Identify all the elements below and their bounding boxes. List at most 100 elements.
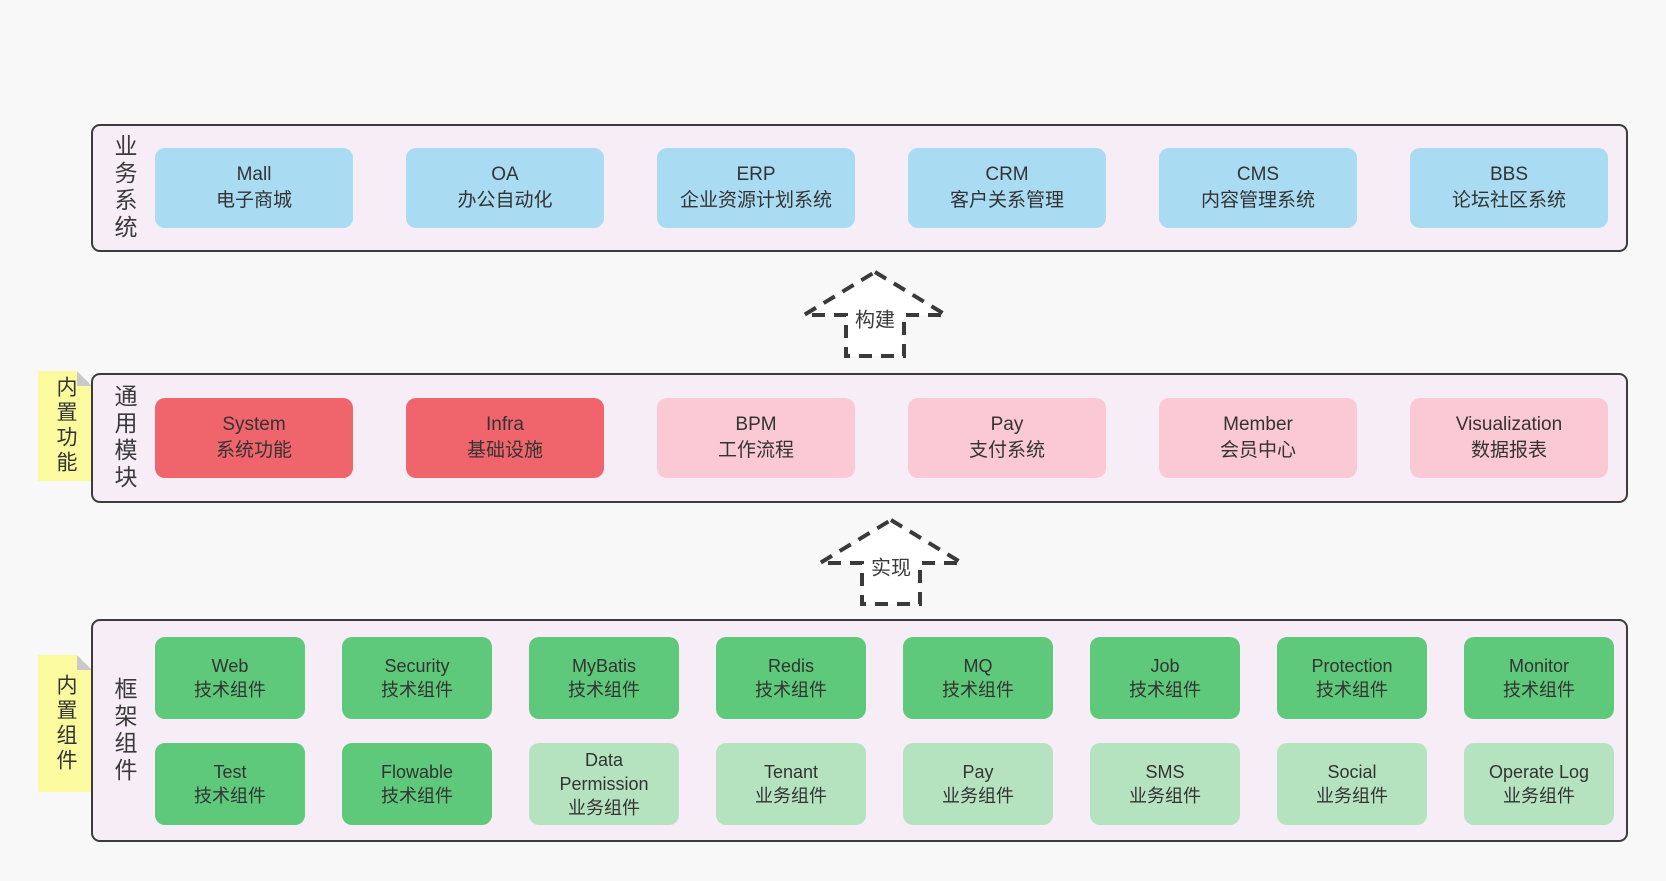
band-label: 通用模块 — [111, 384, 137, 492]
box-title: CRM — [985, 164, 1029, 185]
box-pay: Pay 支付系统 — [908, 398, 1106, 478]
box-subtitle: 技术组件 — [1129, 679, 1201, 700]
sticky-note-builtin-components: 内置组件 — [38, 655, 92, 792]
box-title: Member — [1223, 414, 1293, 435]
box-subtitle: 业务组件 — [1316, 785, 1388, 806]
box-title: Test — [213, 761, 247, 782]
box-subtitle: 支付系统 — [968, 440, 1045, 461]
box-mall: Mall 电子商城 — [155, 148, 353, 228]
box-subtitle: 技术组件 — [755, 679, 827, 700]
box-title: Mall — [236, 164, 272, 185]
box-social: Social 业务组件 — [1277, 742, 1427, 825]
box-protection: Protection 技术组件 — [1277, 636, 1427, 719]
box-title: MQ — [963, 655, 993, 676]
box-test: Test 技术组件 — [155, 742, 305, 825]
box-bbs: BBS 论坛社区系统 — [1410, 148, 1608, 228]
box-monitor: Monitor 技术组件 — [1464, 636, 1614, 719]
box-subtitle: 系统功能 — [215, 440, 292, 461]
box-subtitle: 办公自动化 — [457, 190, 553, 211]
box-title: Job — [1150, 655, 1180, 676]
box-subtitle: 业务组件 — [1129, 785, 1201, 806]
box-title: Infra — [485, 414, 525, 435]
box-subtitle: 技术组件 — [194, 679, 266, 700]
box-title: ERP — [736, 164, 776, 185]
box-title: SMS — [1145, 761, 1185, 782]
box-bpm: BPM 工作流程 — [657, 398, 855, 478]
band-common-modules: 通用模块 System 系统功能 Infra 基础设施 BPM 工作流程 Pay 支付系统 Me… — [91, 373, 1628, 503]
box-sms: SMS 业务组件 — [1090, 742, 1240, 825]
box-subtitle: 技术组件 — [194, 785, 266, 806]
box-title: Tenant — [763, 761, 819, 782]
box-title: BPM — [735, 414, 777, 435]
box-title: Social — [1327, 761, 1377, 782]
arrow-build: 构建 — [800, 268, 950, 360]
box-mybatis: MyBatis 技术组件 — [529, 636, 679, 719]
box-subtitle: 电子商城 — [215, 190, 292, 211]
box-title: Operate Log — [1488, 761, 1590, 782]
band-label: 框架组件 — [111, 676, 137, 785]
arrow-implement: 实现 — [816, 516, 966, 608]
box-title: BBS — [1489, 164, 1529, 185]
box-job: Job 技术组件 — [1090, 636, 1240, 719]
band-content: System 系统功能 Infra 基础设施 BPM 工作流程 Pay 支付系统 Member 会… — [155, 375, 1626, 501]
box-title: System — [222, 414, 286, 435]
sticky-note-label: 内置组件 — [54, 673, 77, 774]
box-title: Security — [384, 655, 450, 676]
box-web: Web 技术组件 — [155, 636, 305, 719]
box-crm: CRM 客户关系管理 — [908, 148, 1106, 228]
box-cms: CMS 内容管理系统 — [1159, 148, 1357, 228]
box-title: Monitor — [1508, 655, 1570, 676]
box-title: Data Permission — [559, 749, 649, 794]
box-mq: MQ 技术组件 — [903, 636, 1053, 719]
band-label: 业务系统 — [111, 134, 137, 242]
box-title: Pay — [990, 414, 1024, 435]
box-title: CMS — [1236, 164, 1280, 185]
box-subtitle: 技术组件 — [381, 785, 453, 806]
box-member: Member 会员中心 — [1159, 398, 1357, 478]
box-subtitle: 技术组件 — [1503, 679, 1575, 700]
box-flowable: Flowable 技术组件 — [342, 742, 492, 825]
box-subtitle: 论坛社区系统 — [1451, 190, 1566, 211]
box-subtitle: 技术组件 — [942, 679, 1014, 700]
box-subtitle: 内容管理系统 — [1200, 190, 1315, 211]
box-redis: Redis 技术组件 — [716, 636, 866, 719]
box-oa: OA 办公自动化 — [406, 148, 604, 228]
box-visualization: Visualization 数据报表 — [1410, 398, 1608, 478]
box-subtitle: 业务组件 — [568, 797, 640, 818]
box-security: Security 技术组件 — [342, 636, 492, 719]
box-title: Visualization — [1455, 414, 1563, 435]
box-subtitle: 技术组件 — [568, 679, 640, 700]
sticky-note-label: 内置功能 — [54, 376, 77, 476]
box-title: Pay — [962, 761, 994, 782]
box-subtitle: 业务组件 — [942, 785, 1014, 806]
box-subtitle: 基础设施 — [466, 440, 543, 461]
box-pay: Pay 业务组件 — [903, 742, 1053, 825]
box-subtitle: 会员中心 — [1219, 440, 1296, 461]
box-infra: Infra 基础设施 — [406, 398, 604, 478]
arrow-label: 构建 — [852, 303, 898, 333]
box-tenant: Tenant 业务组件 — [716, 742, 866, 825]
box-subtitle: 客户关系管理 — [949, 190, 1064, 211]
box-data-permission: Data Permission 业务组件 — [529, 742, 679, 825]
box-subtitle: 技术组件 — [381, 679, 453, 700]
box-subtitle: 业务组件 — [1503, 785, 1575, 806]
box-title: Protection — [1311, 655, 1393, 676]
box-title: Web — [211, 655, 249, 676]
box-system: System 系统功能 — [155, 398, 353, 478]
box-title: OA — [491, 164, 519, 185]
box-subtitle: 工作流程 — [717, 440, 794, 461]
box-operate-log: Operate Log 业务组件 — [1464, 742, 1614, 825]
box-title: Flowable — [380, 761, 454, 782]
box-subtitle: 业务组件 — [755, 785, 827, 806]
box-subtitle: 数据报表 — [1470, 440, 1547, 461]
box-title: Redis — [767, 655, 815, 676]
box-title: MyBatis — [571, 655, 636, 676]
box-subtitle: 技术组件 — [1316, 679, 1388, 700]
arrow-label: 实现 — [868, 551, 914, 581]
